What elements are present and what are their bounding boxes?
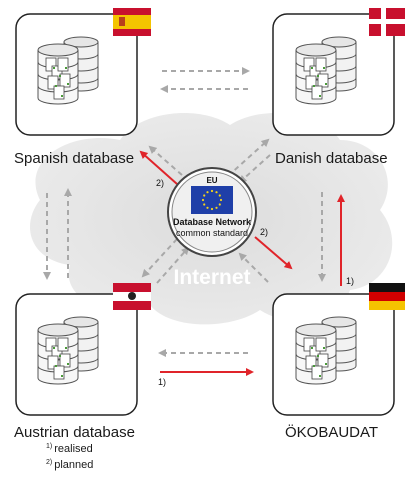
red-arrow-hub-oeko: [254, 236, 293, 270]
spain-flag: [113, 8, 151, 36]
dashed-arrow-dk-hub: [238, 154, 271, 184]
eu-star-icon: [201, 198, 205, 202]
dashed-arrow-hub-es: [148, 145, 183, 176]
internet-label: Internet: [173, 266, 250, 289]
eu-star-icon: [206, 191, 209, 194]
dashed-arrow-oeko-hub: [238, 252, 269, 283]
eu-star-icon: [215, 206, 218, 209]
legend-planned-text: planned: [54, 459, 94, 471]
spanish-database-label: Spanish database: [14, 150, 135, 167]
hub-eu-label: EU: [206, 176, 217, 185]
legend-planned: 2)planned: [46, 459, 93, 471]
eu-star-icon: [218, 203, 221, 206]
oekobaudat-label: ÖKOBAUDAT: [285, 424, 379, 441]
denmark-flag: [369, 8, 405, 36]
arrow-label-hub-oeko: 2): [260, 227, 268, 237]
eu-stars-icon: [201, 189, 223, 211]
danish-database-label: Danish database: [275, 150, 388, 167]
eu-star-icon: [203, 194, 206, 197]
eu-star-icon: [210, 189, 214, 193]
eu-star-icon: [206, 206, 209, 209]
eu-star-icon: [215, 191, 218, 194]
eu-star-icon: [203, 203, 206, 206]
legend-realised-mark: 1): [46, 443, 53, 450]
eu-star-icon: [210, 207, 214, 211]
eu-star-icon: [219, 198, 223, 202]
arrow-label-oeko-dk: 1): [346, 276, 354, 286]
arrow-label-spanish-hub: 2): [156, 178, 164, 188]
legend-realised: 1)realised: [46, 443, 93, 455]
red-arrow-hub-es: [139, 150, 178, 185]
eu-star-icon: [218, 194, 221, 197]
legend-planned-mark: 2): [46, 459, 53, 466]
eu-database-network-hub: [167, 167, 257, 257]
hub-title: Database Network: [173, 217, 252, 227]
austrian-database-label: Austrian database: [14, 424, 135, 441]
austria-flag: [113, 283, 151, 310]
dashed-arrow-au-hub: [156, 246, 190, 284]
arrow-label-au-oeko: 1): [158, 377, 166, 387]
hub-subtitle: common standard: [176, 228, 248, 238]
legend-realised-text: realised: [54, 443, 93, 455]
germany-flag: [369, 283, 405, 310]
